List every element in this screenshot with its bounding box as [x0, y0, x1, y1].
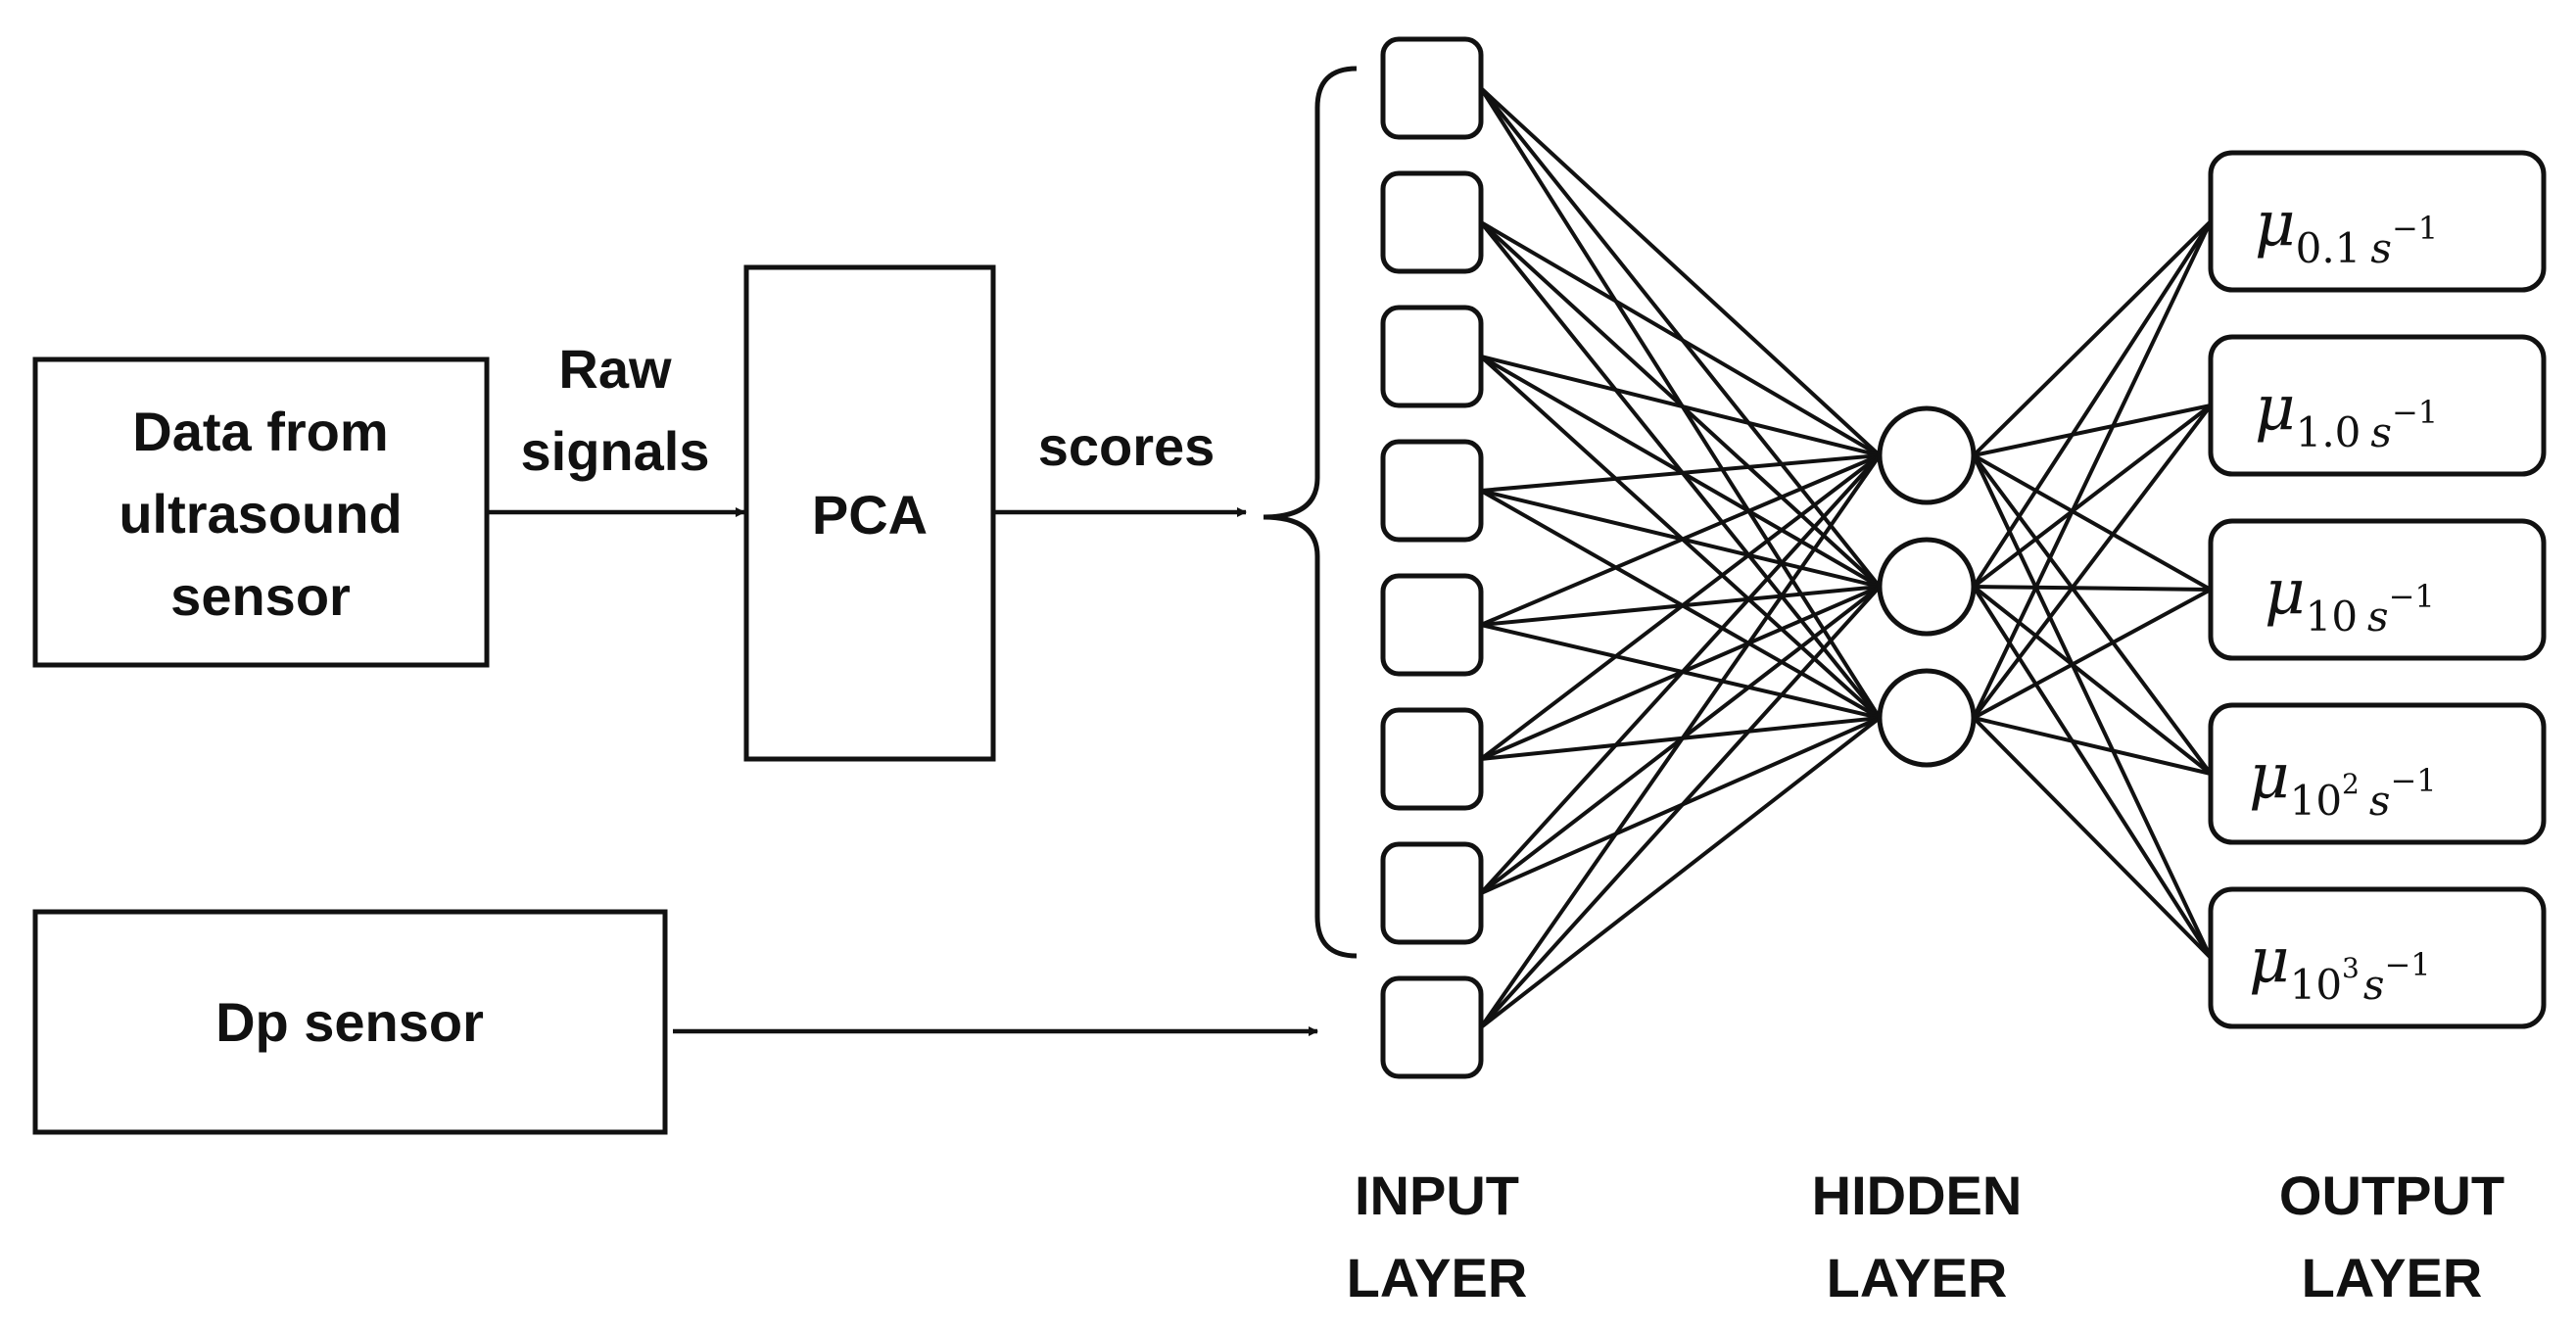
edge-input-4-hidden-0	[1480, 453, 1881, 627]
pca-label: PCA	[812, 484, 928, 546]
ultrasound-sensor-block: Data from ultrasound sensor	[32, 356, 490, 668]
input-layer-caption-line1: INPUT	[1355, 1164, 1519, 1226]
input-node-1	[1380, 170, 1484, 274]
output-node-1	[2208, 334, 2547, 477]
edge-input-7-hidden-0	[1479, 453, 1882, 1029]
edge-hidden-0-output-4	[1972, 454, 2213, 959]
input-node-4	[1380, 573, 1484, 677]
edge-hidden-2-output-3	[1973, 716, 2212, 776]
edge-hidden-1-output-3	[1972, 585, 2213, 776]
hidden-output-connections	[1972, 219, 2213, 960]
ultrasound-label-line3: sensor	[170, 565, 351, 627]
input-node-3	[1380, 439, 1484, 543]
output-label-4: μ103s−1	[2249, 925, 2431, 1009]
output-node-0	[2208, 150, 2547, 293]
input-layer-caption-line2: LAYER	[1347, 1247, 1528, 1308]
dp-sensor-label: Dp sensor	[215, 991, 484, 1053]
dp-sensor-box	[32, 909, 668, 1135]
scores-label: scores	[1038, 415, 1216, 477]
raw-signals-label-line2: signals	[521, 420, 710, 482]
hidden-node-0	[1877, 405, 1977, 505]
edge-hidden-0-output-1	[1973, 404, 2212, 457]
edge-hidden-2-output-1	[1972, 404, 2213, 720]
output-node-4	[2208, 886, 2547, 1029]
edge-input-7-hidden-2	[1479, 716, 1882, 1029]
edge-hidden-2-output-0	[1972, 220, 2213, 719]
edge-hidden-1-output-4	[1972, 585, 2213, 960]
edge-hidden-2-output-2	[1973, 588, 2212, 720]
pca-box	[743, 264, 996, 762]
hidden-node-1	[1877, 537, 1977, 637]
output-layer-caption-line2: LAYER	[2302, 1247, 2483, 1308]
pca-block: PCA	[743, 264, 996, 762]
input-node-7	[1380, 975, 1484, 1079]
output-layer-caption-line1: OUTPUT	[2279, 1164, 2504, 1226]
edge-hidden-1-output-1	[1972, 404, 2213, 589]
input-node-5	[1380, 707, 1484, 811]
edge-input-1-hidden-0	[1479, 220, 1882, 457]
ultrasound-label-line1: Data from	[132, 401, 388, 462]
input-layer-nodes	[1380, 36, 1484, 1079]
raw-signals-label-line1: Raw	[558, 338, 672, 400]
edge-hidden-0-output-3	[1972, 453, 2213, 776]
input-node-6	[1380, 841, 1484, 945]
edge-input-6-hidden-0	[1479, 453, 1882, 895]
edge-input-0-hidden-0	[1479, 86, 1882, 457]
hidden-layer-caption-line1: HIDDEN	[1812, 1164, 2023, 1226]
edge-hidden-2-output-4	[1972, 716, 2213, 960]
edge-hidden-0-output-0	[1972, 219, 2213, 457]
hidden-layer-caption-line2: LAYER	[1827, 1247, 2008, 1308]
ultrasound-label-line2: ultrasound	[119, 483, 402, 545]
edge-hidden-1-output-2	[1973, 585, 2212, 592]
input-node-2	[1380, 305, 1484, 408]
edge-input-3-hidden-0	[1480, 453, 1881, 493]
hidden-layer-nodes	[1877, 405, 1977, 768]
output-node-2	[2208, 518, 2547, 661]
edge-input-5-hidden-0	[1479, 453, 1882, 761]
input-hidden-connections	[1479, 86, 1882, 1029]
output-layer-nodes	[2208, 150, 2547, 1029]
input-node-0	[1380, 36, 1484, 140]
output-node-3	[2208, 702, 2547, 845]
dp-sensor-block: Dp sensor	[32, 909, 668, 1135]
edge-hidden-0-output-2	[1973, 453, 2212, 592]
edge-input-2-hidden-0	[1480, 355, 1881, 457]
hidden-node-2	[1877, 668, 1977, 768]
edge-input-7-hidden-1	[1479, 585, 1882, 1029]
input-group-brace	[1263, 66, 1358, 959]
edge-hidden-1-output-0	[1972, 219, 2213, 589]
ultrasound-sensor-box	[32, 356, 490, 668]
